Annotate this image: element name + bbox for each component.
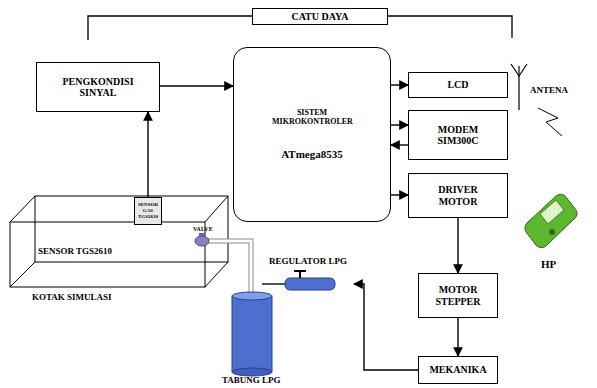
sensor-box: SENSOR GAS TGS2610 — [134, 197, 162, 225]
gas-pipe-inner — [206, 241, 251, 294]
part-label: ANTENA — [530, 86, 568, 96]
gas-pipe — [206, 241, 251, 294]
process-box: DRIVER MOTOR — [408, 173, 508, 218]
arrow-connector — [160, 85, 233, 86]
arrow-connector — [354, 284, 418, 370]
arrow-connector — [457, 318, 458, 356]
part-label: VALVE — [193, 226, 213, 233]
antenna-symbol — [511, 64, 527, 110]
part-label: KOTAK SIMULASI — [32, 293, 112, 303]
process-box: MEKANIKA — [418, 356, 498, 384]
phone-icon — [525, 194, 577, 248]
node-text: PENGKONDISI SINYAL — [58, 76, 138, 99]
node-text: LCD — [447, 79, 468, 91]
node-text: MOTOR STEPPER — [431, 284, 486, 307]
arrow-connector — [391, 84, 408, 85]
power-box: CATU DAYA — [252, 8, 388, 25]
process-box: MOTOR STEPPER — [418, 273, 498, 318]
node-text: MEKANIKA — [429, 364, 486, 376]
arrow-connector — [391, 124, 408, 125]
arrow-connector — [391, 194, 408, 195]
node-text: REGULATOR LPG — [269, 256, 347, 266]
process-box: MODEM SIM300C — [408, 110, 508, 160]
simulation-box — [10, 196, 228, 287]
arrow-connector — [457, 218, 458, 273]
lpg-tank — [232, 292, 272, 376]
node-text: CATU DAYA — [291, 11, 348, 23]
node-text: SISTEM MIKROKONTROLER — [272, 108, 352, 126]
lpg-regulator — [262, 271, 335, 290]
part-label: HP — [541, 258, 556, 270]
node-text: DRIVER MOTOR — [431, 184, 486, 207]
arrow-connector — [391, 144, 408, 145]
part-label: TABUNG LPG — [222, 376, 281, 386]
wireless-zigzag — [538, 108, 562, 136]
node-text: ATmega8535 — [281, 148, 343, 161]
controller-box: SISTEM MIKROKONTROLER ATmega8535 — [233, 47, 391, 222]
valve-symbol — [195, 233, 209, 246]
node-text: MODEM SIM300C — [433, 124, 483, 147]
arrow-connector — [147, 112, 148, 197]
process-box: LCD — [408, 72, 508, 98]
regulator-part: REGULATOR LPG — [262, 256, 354, 292]
node-text: SENSOR GAS TGS2610 — [136, 202, 160, 219]
process-box: PENGKONDISI SINYAL — [36, 62, 160, 112]
part-label: SENSOR TGS2610 — [38, 247, 112, 257]
